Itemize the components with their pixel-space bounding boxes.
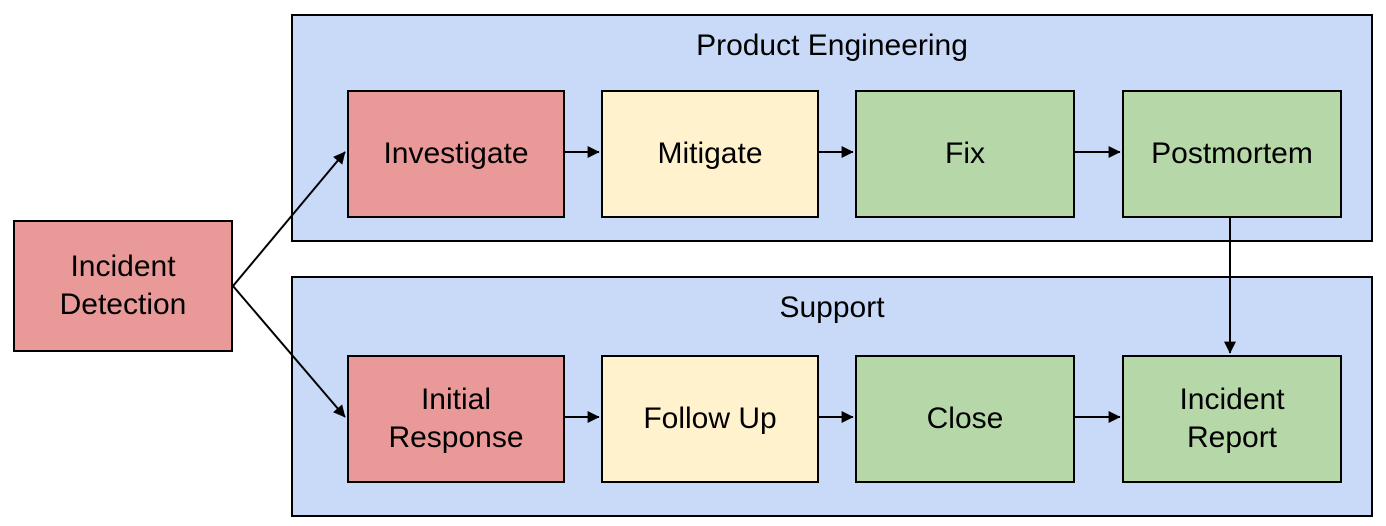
node-mitigate: Mitigate <box>601 90 819 218</box>
lane-title-product-engineering: Product Engineering <box>696 29 968 62</box>
node-initial-response: Initial Response <box>347 355 565 483</box>
node-label: Mitigate <box>657 137 763 170</box>
lane-title-support: Support <box>779 291 885 324</box>
node-label: Incident Report <box>1179 383 1285 454</box>
node-label: Investigate <box>383 137 529 170</box>
node-label: Follow Up <box>643 402 777 435</box>
node-incident-detection: Incident Detection <box>13 220 233 352</box>
node-follow-up: Follow Up <box>601 355 819 483</box>
node-label: Initial Response <box>388 383 524 454</box>
node-label: Fix <box>945 137 985 170</box>
node-label: Postmortem <box>1151 137 1313 170</box>
node-label: Incident Detection <box>59 250 187 321</box>
node-close: Close <box>855 355 1075 483</box>
node-investigate: Investigate <box>347 90 565 218</box>
lane-product-engineering: Product Engineering Investigate Mitigate… <box>291 14 1373 242</box>
node-incident-report: Incident Report <box>1122 355 1342 483</box>
node-fix: Fix <box>855 90 1075 218</box>
node-postmortem: Postmortem <box>1122 90 1342 218</box>
lane-support: Support Initial Response Follow Up Close… <box>291 276 1373 517</box>
node-label: Close <box>926 402 1004 435</box>
